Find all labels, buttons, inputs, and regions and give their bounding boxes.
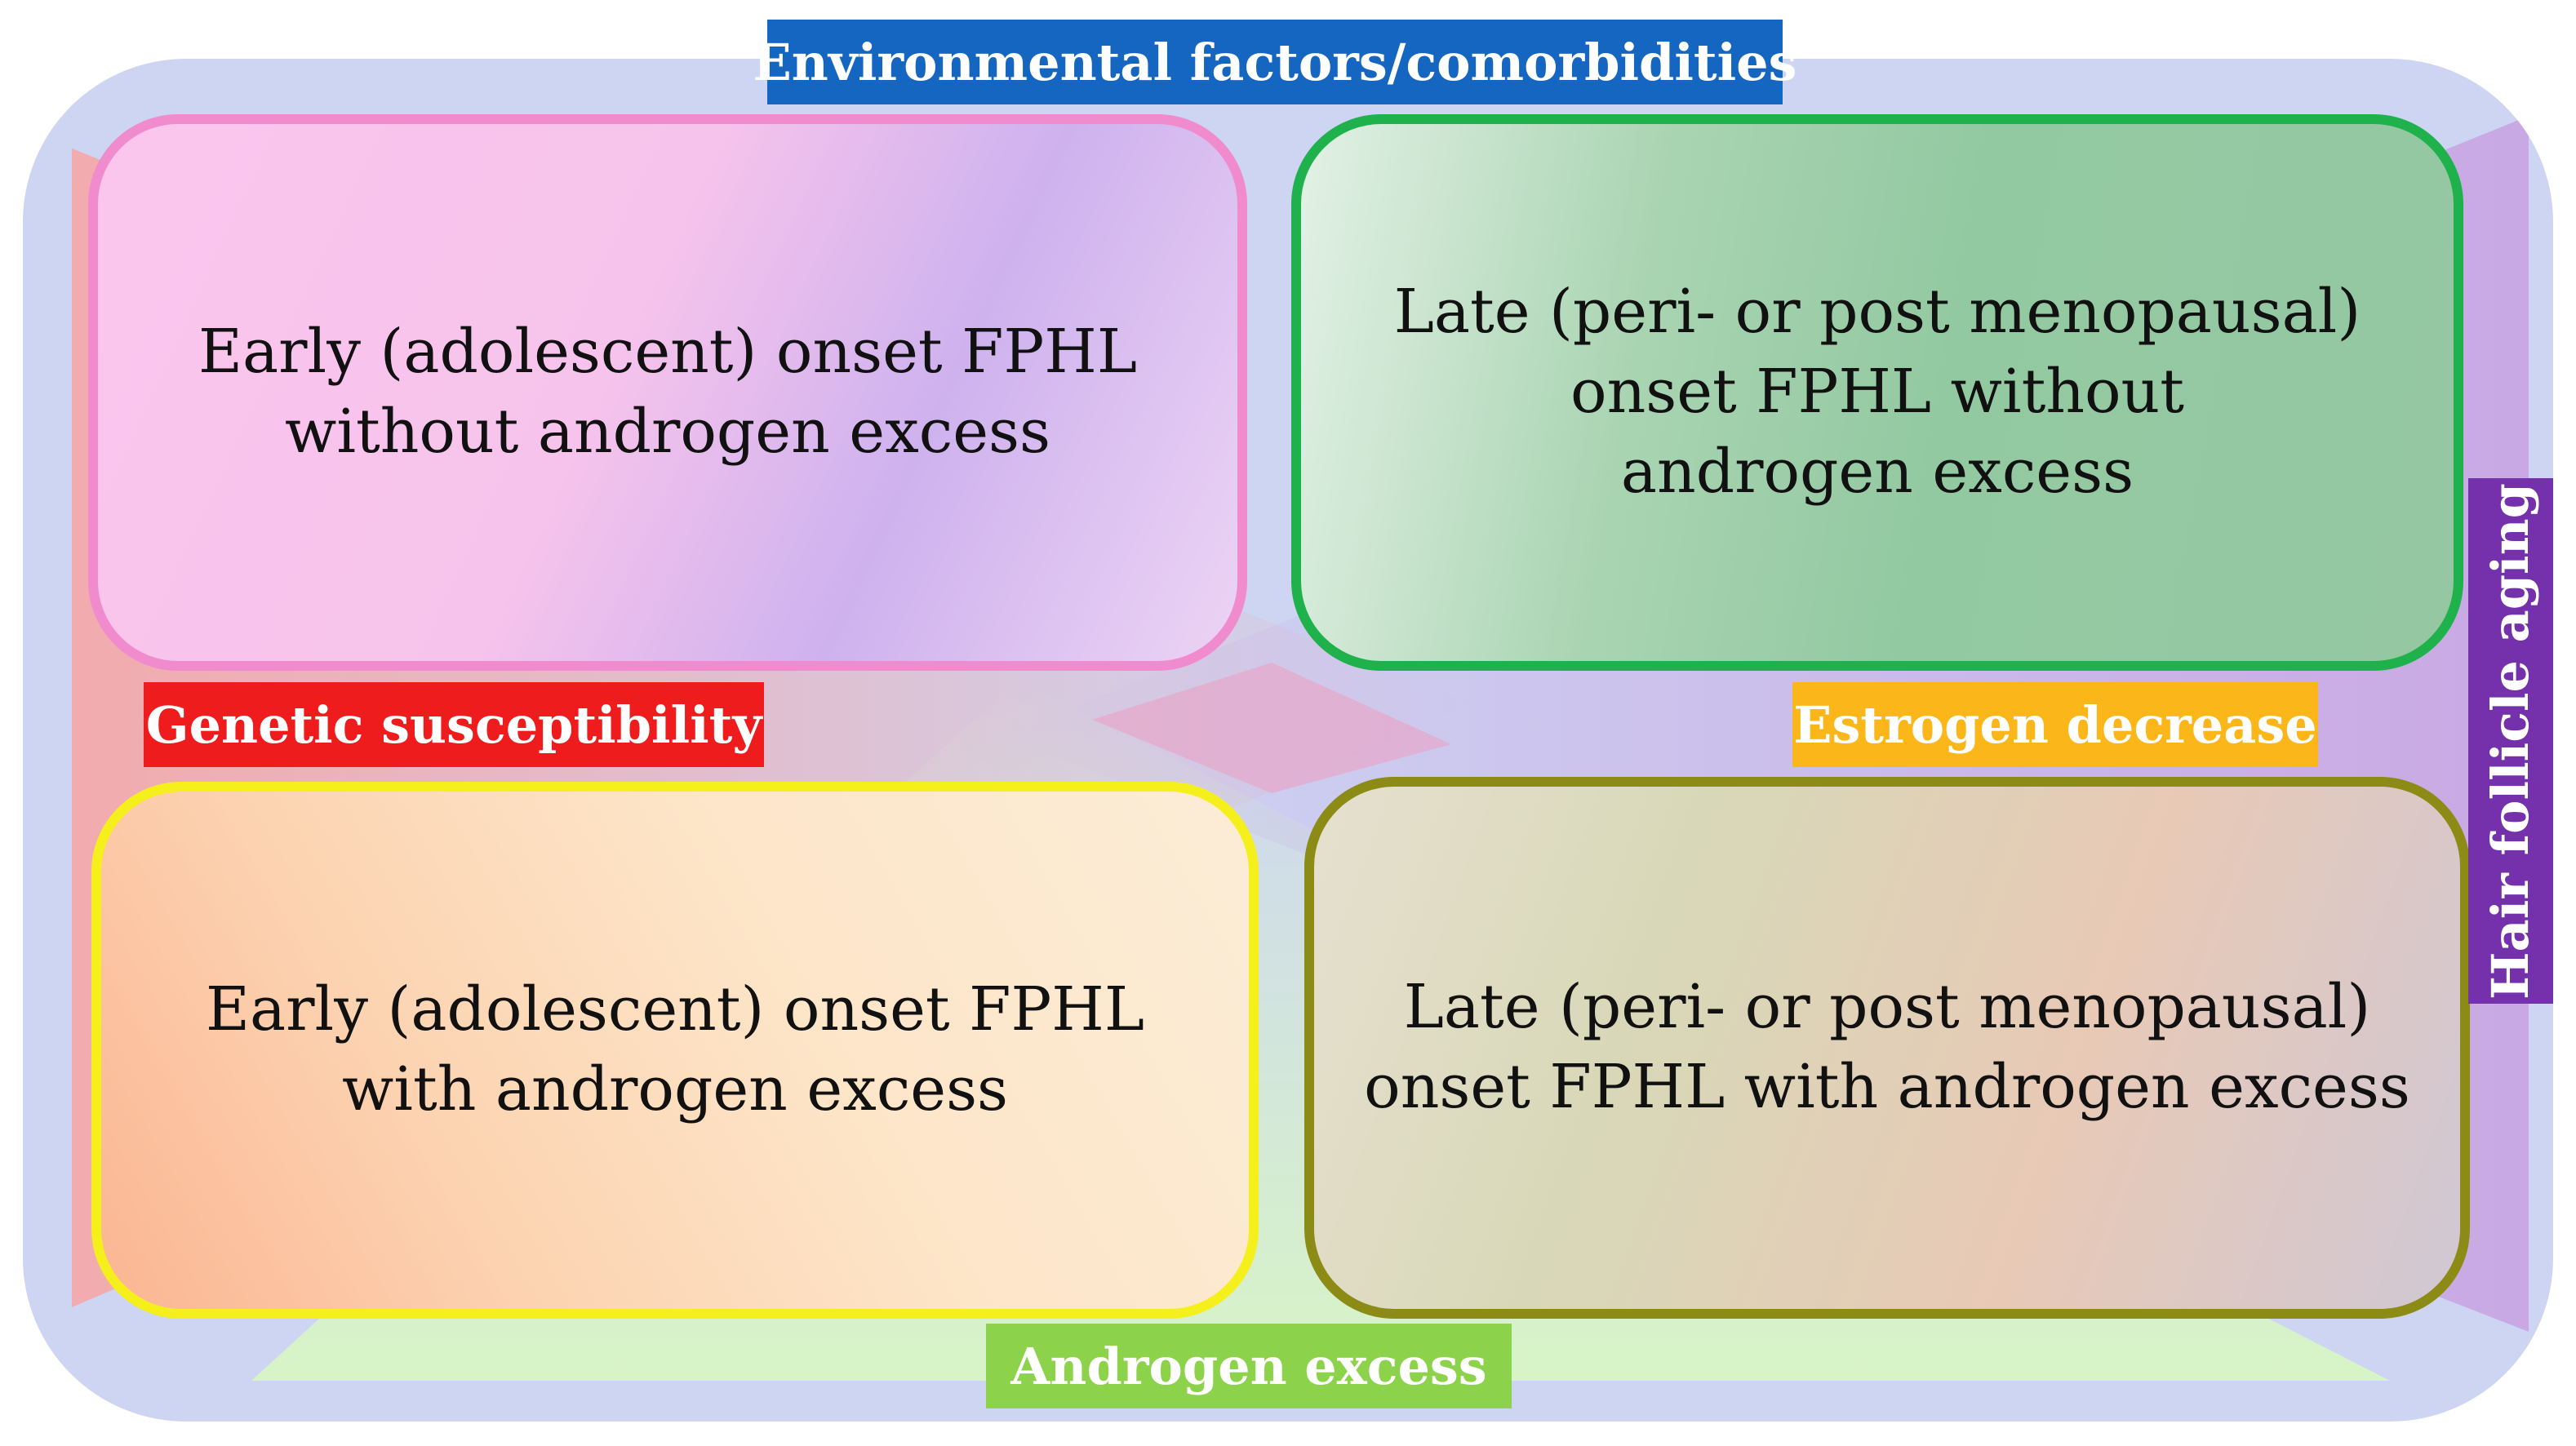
- text-line: onset FPHL without: [1570, 357, 2184, 428]
- text-line: Early (adolescent) onset FPHL: [198, 317, 1137, 388]
- label-estrogen-decrease: Estrogen decrease: [1792, 682, 2318, 767]
- text-line: Early (adolescent) onset FPHL: [206, 974, 1144, 1045]
- label-androgen-excess: Androgen excess: [986, 1324, 1512, 1408]
- text-line: Late (peri- or post menopausal): [1393, 277, 2361, 348]
- quadrant-late-with-androgen: Late (peri- or post menopausal) onset FP…: [1304, 777, 2470, 1319]
- label-hair-follicle-aging-text: Hair follicle aging: [2481, 482, 2541, 1000]
- label-hair-follicle-aging: Hair follicle aging: [2468, 478, 2553, 1004]
- quadrant-text: Early (adolescent) onset FPHL without an…: [198, 313, 1137, 472]
- quadrant-late-without-androgen: Late (peri- or post menopausal) onset FP…: [1291, 114, 2463, 671]
- text-line: Late (peri- or post menopausal): [1403, 972, 2371, 1043]
- quadrant-text: Late (peri- or post menopausal) onset FP…: [1394, 273, 2361, 512]
- quadrant-text: Late (peri- or post menopausal) onset FP…: [1364, 968, 2410, 1127]
- text-line: without androgen excess: [284, 397, 1050, 467]
- text-line: androgen excess: [1620, 436, 2134, 507]
- quadrant-early-with-androgen: Early (adolescent) onset FPHL with andro…: [91, 782, 1259, 1319]
- label-environmental-factors: Environmental factors/comorbidities: [753, 20, 1797, 104]
- quadrant-early-without-androgen: Early (adolescent) onset FPHL without an…: [88, 114, 1247, 671]
- center-diamond: [1092, 663, 1451, 793]
- text-line: onset FPHL with androgen excess: [1364, 1052, 2410, 1122]
- label-genetic-susceptibility: Genetic susceptibility: [144, 682, 764, 767]
- text-line: with androgen excess: [341, 1054, 1009, 1124]
- quadrant-text: Early (adolescent) onset FPHL with andro…: [206, 970, 1144, 1129]
